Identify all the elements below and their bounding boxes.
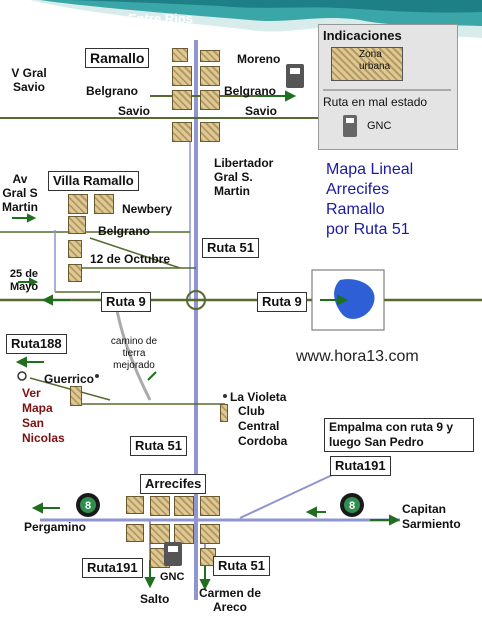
label-v-gral-savio: V Gral Savio <box>11 66 47 94</box>
route-label-ruta9-right: Ruta 9 <box>257 292 307 312</box>
ruta-8-shield-right <box>340 493 364 517</box>
label-moreno: Moreno <box>237 52 281 66</box>
label-camino-tierra: camino de tierra mejorado <box>110 336 158 371</box>
belgrano-vr-road <box>89 237 181 269</box>
route-label-ruta51-top: Ruta 51 <box>202 238 259 258</box>
label-belgrano-right: Belgrano <box>224 84 277 98</box>
la-violeta-dot <box>223 394 227 398</box>
label-empalma: Empalma con ruta 9 y luego San Pedro <box>324 418 474 452</box>
direction-arrows <box>12 90 401 591</box>
legend-zona-label: Zona urbana <box>359 49 391 72</box>
legend-bad-road-sample <box>323 89 451 91</box>
map-title: Mapa Lineal Arrecifes Ramallo por Ruta 5… <box>326 160 413 240</box>
legend-gas-pump-window <box>346 118 354 123</box>
label-belgrano-left: Belgrano <box>86 84 139 98</box>
map-title-line-4: por Ruta 51 <box>326 221 410 238</box>
legend-mal-estado-label: Ruta en mal estado <box>323 95 428 109</box>
label-belgrano-vr: Belgrano <box>98 224 151 238</box>
ruta-9-interchange <box>186 290 206 310</box>
label-gnc: GNC <box>160 571 185 583</box>
label-pergamino: Pergamino <box>24 520 87 534</box>
label-savio-right: Savio <box>245 104 278 118</box>
gas-pump-window-arrecifes <box>168 546 178 552</box>
route-label-ruta191-right: Ruta191 <box>330 456 391 476</box>
legend-panel: Indicaciones Zona urbana Ruta en mal est… <box>318 24 458 150</box>
gas-pump-window-ramallo <box>290 68 300 74</box>
label-la-violeta: La Violeta <box>230 390 287 404</box>
route-label-ruta51-bottom: Ruta 51 <box>213 556 270 576</box>
ruta-8-shield-left-number: 8 <box>85 500 91 512</box>
route-label-ruta191-bottom: Ruta191 <box>82 558 143 578</box>
route-label-ruta9-left: Ruta 9 <box>101 292 151 312</box>
ruta-8-shield-left <box>76 493 100 517</box>
label-ramallo: Ramallo <box>85 48 150 68</box>
map-title-line-1: Mapa Lineal <box>326 161 414 178</box>
map-title-line-3: Ramallo <box>326 201 385 218</box>
label-entre-rios: Entre Rios <box>128 11 194 26</box>
label-veinticinco-mayo: 25 de Mayo <box>9 268 39 293</box>
label-guerrico: Guerrico <box>44 372 95 386</box>
label-villa-ramallo: Villa Ramallo <box>48 171 139 191</box>
ruta-8-shield-right-number: 8 <box>349 500 355 512</box>
route-label-ruta188: Ruta188 <box>6 334 67 354</box>
website-label[interactable]: www.hora13.com <box>296 348 419 365</box>
legend-zona-swatch <box>331 47 403 81</box>
guerrico-dot <box>95 374 99 378</box>
label-doce-octubre: 12 de Octubre <box>90 252 171 266</box>
label-newbery: Newbery <box>122 202 173 216</box>
label-savio-left: Savio <box>118 104 151 118</box>
legend-gnc-label: GNC <box>367 120 392 132</box>
label-capitan-sarmiento: Capitan Sarmiento <box>402 502 461 531</box>
label-club-central-cordoba: Club Central Cordoba <box>238 404 288 448</box>
label-av-gral-s-martin: Av Gral S Martin <box>2 172 38 214</box>
label-arrecifes: Arrecifes <box>140 474 207 494</box>
map-title-line-2: Arrecifes <box>326 181 390 198</box>
label-libertador: Libertador Gral S. Martin <box>214 156 274 198</box>
label-ver-mapa-san-nicolas[interactable]: Ver Mapa San Nicolas <box>22 386 65 445</box>
label-salto: Salto <box>140 592 170 606</box>
route-label-ruta51-mid: Ruta 51 <box>130 436 187 456</box>
legend-title: Indicaciones <box>323 28 402 43</box>
label-carmen-areco: Carmen de Areco <box>198 586 262 614</box>
ver-mapa-marker <box>17 371 27 381</box>
